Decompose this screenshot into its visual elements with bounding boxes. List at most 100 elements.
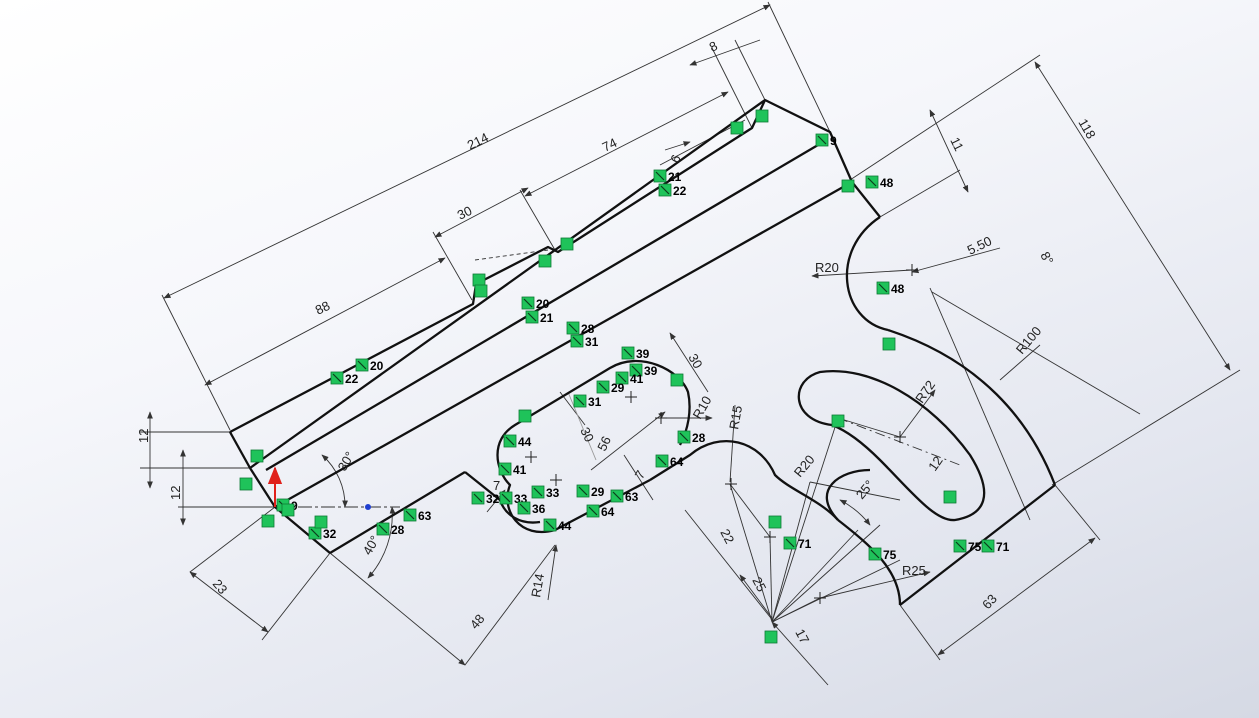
relation-badge[interactable]: 71	[981, 539, 1010, 554]
relation-badge[interactable]: 32	[308, 526, 337, 541]
relation-badge[interactable]: 63	[403, 508, 432, 523]
dim-8[interactable]: 8	[707, 38, 720, 55]
relation-label: 21	[668, 170, 682, 184]
relation-icon[interactable]	[261, 514, 275, 528]
relation-badge[interactable]: 36	[517, 501, 546, 516]
relation-badge[interactable]: 22	[330, 371, 359, 386]
relation-icon[interactable]	[768, 515, 782, 529]
relation-badge[interactable]: 29	[596, 380, 625, 395]
relation-icon[interactable]	[250, 449, 264, 463]
dim-r15[interactable]: R15	[726, 404, 745, 430]
relation-icon[interactable]	[474, 284, 488, 298]
relation-icon[interactable]	[730, 121, 744, 135]
relation-icon[interactable]	[472, 273, 486, 287]
dim-r25[interactable]: R25	[902, 563, 926, 578]
relation-icon[interactable]	[943, 490, 957, 504]
dim-40-deg[interactable]: 40°	[360, 533, 383, 558]
relation-icon[interactable]	[314, 515, 328, 529]
dim-30-slot-inner[interactable]: 30	[577, 425, 597, 445]
dim-56[interactable]: 56	[594, 434, 614, 454]
relation-glyph-icon	[785, 538, 795, 548]
dim-r100[interactable]: R100	[1013, 323, 1044, 356]
dim-7-left[interactable]: 7	[493, 478, 500, 493]
dim-r20-upper[interactable]: R20	[815, 260, 839, 275]
dim-118[interactable]: 118	[1075, 116, 1098, 141]
relation-badge[interactable]: 28	[376, 522, 405, 537]
relation-icon[interactable]	[755, 109, 769, 123]
relation-badge[interactable]: 33	[531, 485, 560, 500]
dim-88[interactable]: 88	[313, 298, 333, 318]
relation-icon[interactable]	[764, 630, 778, 644]
dim-r10[interactable]: R10	[690, 393, 715, 421]
dim-17[interactable]: 17	[792, 626, 812, 646]
relation-badge[interactable]: 32	[471, 491, 500, 506]
relation-badge[interactable]: 71	[783, 536, 812, 551]
relation-badge[interactable]: 31	[573, 394, 602, 409]
relation-badge[interactable]: 39	[621, 346, 650, 361]
relation-badge[interactable]: 44	[503, 434, 532, 449]
relation-badge[interactable]: 28	[566, 321, 595, 336]
relation-badge[interactable]: 28	[677, 430, 706, 445]
relation-icon[interactable]	[560, 237, 574, 251]
relation-badge[interactable]: 31	[570, 334, 599, 349]
relation-icon[interactable]	[841, 179, 855, 193]
dim-25-deg[interactable]: 25°	[853, 477, 877, 502]
relation-label: 63	[418, 509, 432, 523]
dim-7-right[interactable]: 7	[632, 468, 649, 482]
sketch-geometry[interactable]	[228, 98, 1057, 606]
dim-63[interactable]: 63	[979, 591, 1000, 612]
relation-badge[interactable]: 75	[953, 539, 982, 554]
relation-badge[interactable]: 41	[615, 371, 644, 386]
relation-badge[interactable]: 48	[865, 175, 894, 190]
dim-8-deg[interactable]: 8°	[1037, 249, 1056, 267]
relation-badge[interactable]: 20	[355, 358, 384, 373]
dim-r20-lower[interactable]: R20	[791, 452, 818, 480]
dim-30-top[interactable]: 30	[455, 203, 475, 223]
relation-icon[interactable]	[239, 477, 253, 491]
relation-glyph-icon	[405, 510, 415, 520]
dim-12-inner[interactable]: 12	[925, 453, 946, 473]
dim-48[interactable]: 48	[467, 611, 488, 632]
relation-icon[interactable]	[670, 373, 684, 387]
dim-r14[interactable]: R14	[528, 572, 547, 598]
dim-12-lower[interactable]: 12	[168, 486, 183, 500]
relation-badge[interactable]: 20	[521, 296, 550, 311]
relation-badge[interactable]: 33	[499, 491, 528, 506]
dim-22[interactable]: 22	[717, 526, 737, 546]
dim-30-deg[interactable]: 30°	[335, 449, 358, 474]
relation-badge[interactable]: 22	[658, 183, 687, 198]
relation-icon[interactable]	[281, 503, 295, 517]
relation-badge[interactable]: 64	[586, 504, 615, 519]
relation-badge[interactable]: 21	[525, 310, 554, 325]
dim-25[interactable]: 25	[749, 574, 769, 594]
dim-6[interactable]: 6	[667, 152, 684, 165]
relation-glyph-icon	[578, 486, 588, 496]
dim-23[interactable]: 23	[210, 576, 231, 597]
relation-label: 28	[581, 322, 595, 336]
relation-badge[interactable]: 44	[543, 518, 572, 533]
relation-glyph-icon	[955, 541, 965, 551]
dim-12-upper[interactable]: 12	[136, 429, 151, 443]
relation-badge[interactable]: 21	[653, 169, 682, 184]
relation-icon[interactable]	[538, 254, 552, 268]
relation-glyph-icon	[867, 177, 877, 187]
relation-badge[interactable]: 48	[876, 281, 905, 296]
sketch-origin	[267, 466, 371, 510]
relation-label: 75	[968, 540, 982, 554]
relation-badge[interactable]: 64	[655, 454, 684, 469]
relation-badge[interactable]: 63	[610, 489, 639, 504]
relation-badge[interactable]: 75	[868, 547, 897, 562]
dim-11[interactable]: 11	[947, 135, 966, 154]
dim-74[interactable]: 74	[600, 135, 620, 155]
relation-icon[interactable]	[518, 409, 532, 423]
relation-icon[interactable]	[882, 337, 896, 351]
relation-label: 36	[532, 502, 546, 516]
dim-30-slot[interactable]: 30	[685, 351, 705, 371]
relation-badge[interactable]: 41	[498, 462, 527, 477]
relation-badge[interactable]: 29	[576, 484, 605, 499]
relation-badge[interactable]: 39	[629, 363, 658, 378]
dim-214[interactable]: 214	[465, 130, 491, 153]
relation-icon[interactable]	[831, 414, 845, 428]
relation-badge[interactable]: 9	[815, 133, 837, 148]
